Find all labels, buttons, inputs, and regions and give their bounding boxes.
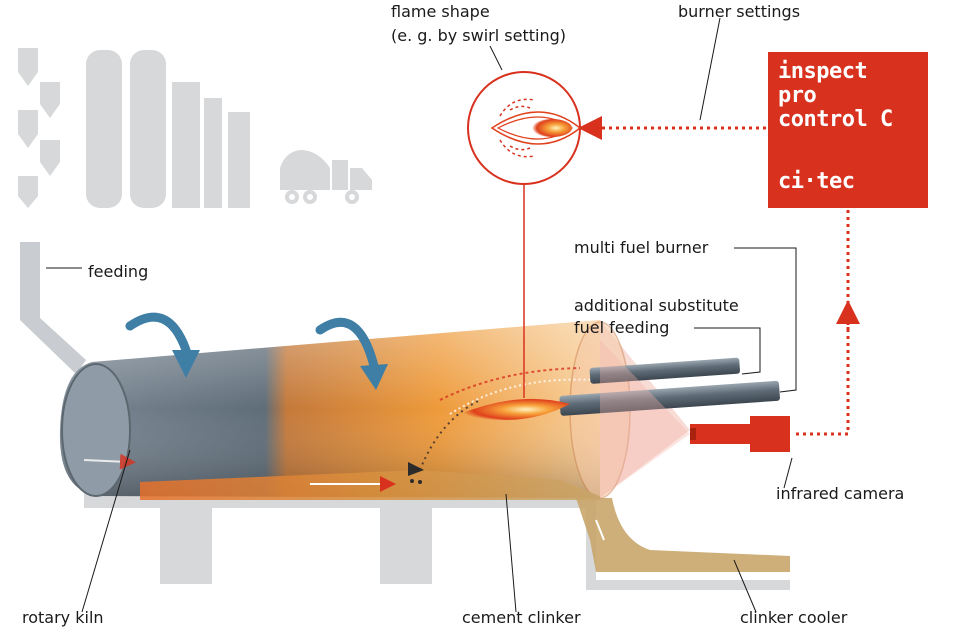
kiln-inlet-end [61, 363, 131, 497]
multi-fuel-burner-label: multi fuel burner [574, 238, 709, 257]
brand-line-1: inspect [778, 59, 868, 84]
brand-line-4: ci·tec [778, 169, 855, 194]
label-leader-lines [46, 17, 797, 613]
inspect-pro-control-box: inspect pro control C ci·tec [768, 52, 928, 208]
additional-substitute-label: additional substitute [574, 296, 739, 315]
feeding-label: feeding [88, 262, 149, 281]
brand-line-3: control C [778, 107, 893, 132]
kiln-foundation [84, 490, 790, 590]
burner-settings-label: burner settings [678, 2, 801, 21]
cement-truck-icon [280, 150, 372, 204]
plant-silhouette [18, 48, 250, 208]
rotation-arrowhead-icon [172, 350, 388, 390]
multi-fuel-burner-pipe [559, 380, 780, 416]
infrared-camera-icon [690, 416, 790, 452]
camera-view-cone [600, 340, 690, 498]
fuel-trajectory [419, 399, 481, 471]
clinker-cooler-label: clinker cooler [740, 608, 848, 627]
infrared-camera-label: infrared camera [776, 484, 905, 503]
control-signal-lines [578, 116, 860, 436]
fuel-feeding-label: fuel feeding [574, 318, 670, 337]
feeding-chute [20, 242, 86, 374]
substitute-fuel-pipe [589, 357, 740, 384]
clinker-cooler-trough [576, 498, 790, 572]
rotary-kiln-label: rotary kiln [22, 608, 104, 627]
flame-shape-label: flame shape [391, 2, 490, 21]
rotation-arrow-icon [125, 312, 379, 371]
brand-line-2: pro [778, 83, 817, 108]
burner-flame [460, 398, 570, 421]
cement-clinker-label: cement clinker [462, 608, 581, 627]
flame-shape-sub-label: (e. g. by swirl setting) [391, 26, 566, 45]
